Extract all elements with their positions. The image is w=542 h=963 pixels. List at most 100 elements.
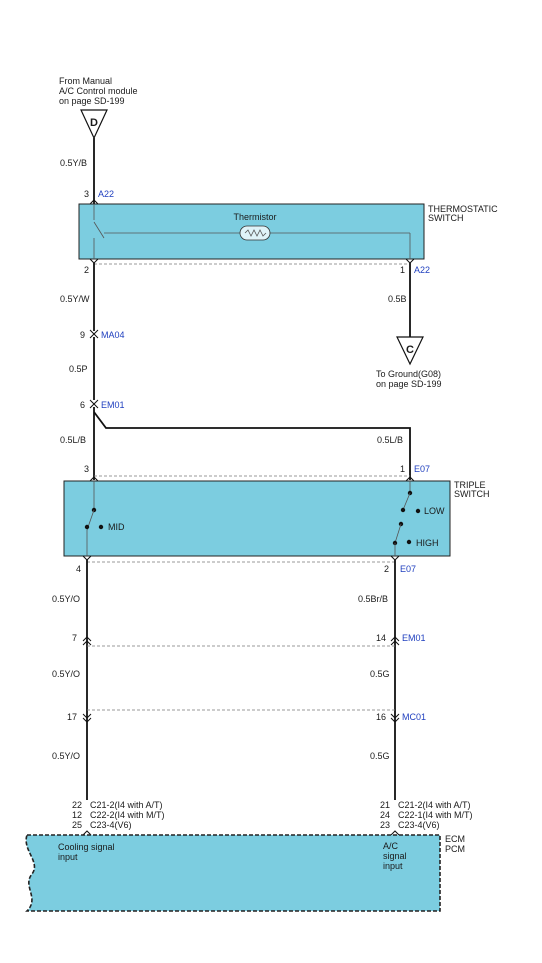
ecm-right-pin-3: 23 — [380, 820, 390, 830]
ground-page-ref-link[interactable]: SD-199 — [411, 379, 442, 389]
wire-color-em01-left: 0.5L/B — [60, 435, 86, 445]
thermo-left-terminal — [89, 258, 99, 264]
ecm-right-terminal — [390, 830, 400, 836]
ground-connector-letter: C — [406, 344, 414, 356]
ecm-right-ref-3: C23-4(V6) — [398, 820, 440, 830]
triple-bottom-left-terminal — [82, 555, 92, 561]
triple-mid-contact-fixed — [98, 524, 104, 530]
thermistor-label: Thermistor — [233, 212, 276, 222]
thermo-top-connector-link[interactable]: A22 — [98, 189, 114, 199]
thermo-top-pin: 3 — [84, 189, 89, 199]
mc01-right-terminal-top — [390, 713, 400, 719]
ecm-left-connector-2-link[interactable]: C22-2 — [90, 810, 115, 820]
ground-page-line: on page SD-199 — [376, 379, 442, 389]
ecm-right-input-line-2: signal — [383, 851, 407, 861]
ecm-right-input-line-3: input — [383, 861, 403, 871]
thermo-right-connector-link[interactable]: A22 — [414, 265, 430, 275]
triple-top-left-pin: 3 — [84, 464, 89, 474]
ecm-right-ref-1: C21-2(I4 with A/T) — [398, 800, 471, 810]
ecm-right-pin-2: 24 — [380, 810, 390, 820]
ecm-left-ref-1: C21-2(I4 with A/T) — [90, 800, 163, 810]
wire-color-triple-right-1: 0.5Br/B — [358, 594, 388, 604]
wire-color-mid-left-3: 0.5Y/O — [52, 751, 80, 761]
ground-connector-triangle — [396, 336, 424, 366]
ecm-left-pin-2: 12 — [72, 810, 82, 820]
wire-color-ma04-em01: 0.5P — [69, 364, 88, 374]
thermo-left-pin: 2 — [84, 265, 89, 275]
source-line-1: From Manual — [59, 76, 112, 86]
ecm-right-input-line-1: A/C — [383, 841, 399, 851]
triple-low-blade — [402, 492, 411, 511]
thermistor-zigzag — [244, 229, 267, 237]
thermo-internal-switch-arm — [93, 221, 105, 239]
thermostatic-switch-name-1: THERMOSTATIC — [428, 204, 498, 214]
ma04-connector-link[interactable]: MA04 — [101, 330, 125, 340]
thermo-right-pin: 1 — [400, 265, 405, 275]
thermistor-symbol — [239, 225, 271, 241]
ecm-right-connector-2-link[interactable]: C22-1 — [398, 810, 423, 820]
thermostatic-switch-name-2: SWITCH — [428, 213, 464, 223]
ecm-right-connector-3-link[interactable]: C23-4 — [398, 820, 423, 830]
ecm-left-terminal — [82, 830, 92, 836]
em01-b-left-terminal-bottom — [82, 640, 92, 646]
ecm-left-ref-3: C23-4(V6) — [90, 820, 132, 830]
triple-high-label: HIGH — [416, 538, 439, 548]
source-connector-triangle — [80, 109, 108, 140]
wire-color-mid-right-3: 0.5G — [370, 751, 390, 761]
triple-low-label: LOW — [424, 506, 445, 516]
ecm-right-refs: 21 C21-2(I4 with A/T) 24 C22-1(I4 with M… — [380, 800, 473, 830]
triple-bottom-right-pin: 2 — [384, 564, 389, 574]
triple-mid-label: MID — [108, 522, 125, 532]
triple-switch-name-1: TRIPLE — [454, 480, 486, 490]
triple-high-blade — [394, 523, 402, 544]
wire-color-em01-right: 0.5L/B — [377, 435, 403, 445]
triple-switch-body — [63, 480, 451, 557]
mc01-left-terminal-top — [82, 713, 92, 719]
ecm-name-2: PCM — [445, 844, 465, 854]
em01-b-connector-link[interactable]: EM01 — [402, 633, 426, 643]
triple-high-contact-fixed — [406, 539, 412, 545]
ma04-terminal-bottom — [89, 333, 99, 339]
triple-bottom-left-pin: 4 — [76, 564, 81, 574]
ecm-right-pin-1: 21 — [380, 800, 390, 810]
triple-bottom-connector-link[interactable]: E07 — [400, 564, 416, 574]
ecm-left-ref-2: C22-2(I4 with M/T) — [90, 810, 165, 820]
em01-b-left-pin: 7 — [72, 633, 77, 643]
ecm-left-input-line-1: Cooling signal — [58, 842, 115, 852]
ecm-left-note-1: (I4 with A/T) — [115, 800, 163, 810]
triple-switch-name-2: SWITCH — [454, 489, 490, 499]
source-connector-letter: D — [90, 117, 98, 129]
ground-line-1: To Ground(G08) — [376, 369, 441, 379]
ecm-right-note-2: (I4 with M/T) — [423, 810, 473, 820]
ecm-left-note-2: (I4 with M/T) — [115, 810, 165, 820]
ecm-right-ref-2: C22-1(I4 with M/T) — [398, 810, 473, 820]
triple-top-connector-link[interactable]: E07 — [414, 464, 430, 474]
em01-b-right-terminal-bottom — [390, 640, 400, 646]
triple-low-contact-fixed — [415, 508, 421, 514]
mc01-left-pin: 17 — [67, 712, 77, 722]
triple-top-left-terminal — [89, 476, 99, 482]
ecm-pcm-body — [25, 834, 441, 912]
ecm-right-note-1: (I4 with A/T) — [423, 800, 471, 810]
ecm-name-1: ECM — [445, 834, 465, 844]
mc01-right-terminal-bottom — [390, 717, 400, 723]
ecm-left-connector-3-link[interactable]: C23-4 — [90, 820, 115, 830]
ecm-right-connector-1-link[interactable]: C21-2 — [398, 800, 423, 810]
triple-top-right-terminal — [405, 476, 415, 482]
triple-bottom-right-terminal — [390, 555, 400, 561]
em01-b-right-pin: 14 — [376, 633, 386, 643]
source-page-ref-link[interactable]: SD-199 — [94, 96, 125, 106]
em01-b-right-terminal-top — [390, 636, 400, 642]
wire-color-triple-left-1: 0.5Y/O — [52, 594, 80, 604]
em01-a-connector-link[interactable]: EM01 — [101, 400, 125, 410]
ecm-left-pin-3: 25 — [72, 820, 82, 830]
ecm-left-connector-1-link[interactable]: C21-2 — [90, 800, 115, 810]
ecm-right-note-3: (V6) — [423, 820, 440, 830]
wire-color-mid-left-2: 0.5Y/O — [52, 669, 80, 679]
mc01-connector-link[interactable]: MC01 — [402, 712, 426, 722]
wire-em01-right-branch — [93, 411, 411, 480]
thermo-top-terminal — [89, 199, 99, 205]
wire-color-source: 0.5Y/B — [60, 158, 87, 168]
wire-color-mid-right-2: 0.5G — [370, 669, 390, 679]
wire-color-ground: 0.5B — [388, 294, 407, 304]
